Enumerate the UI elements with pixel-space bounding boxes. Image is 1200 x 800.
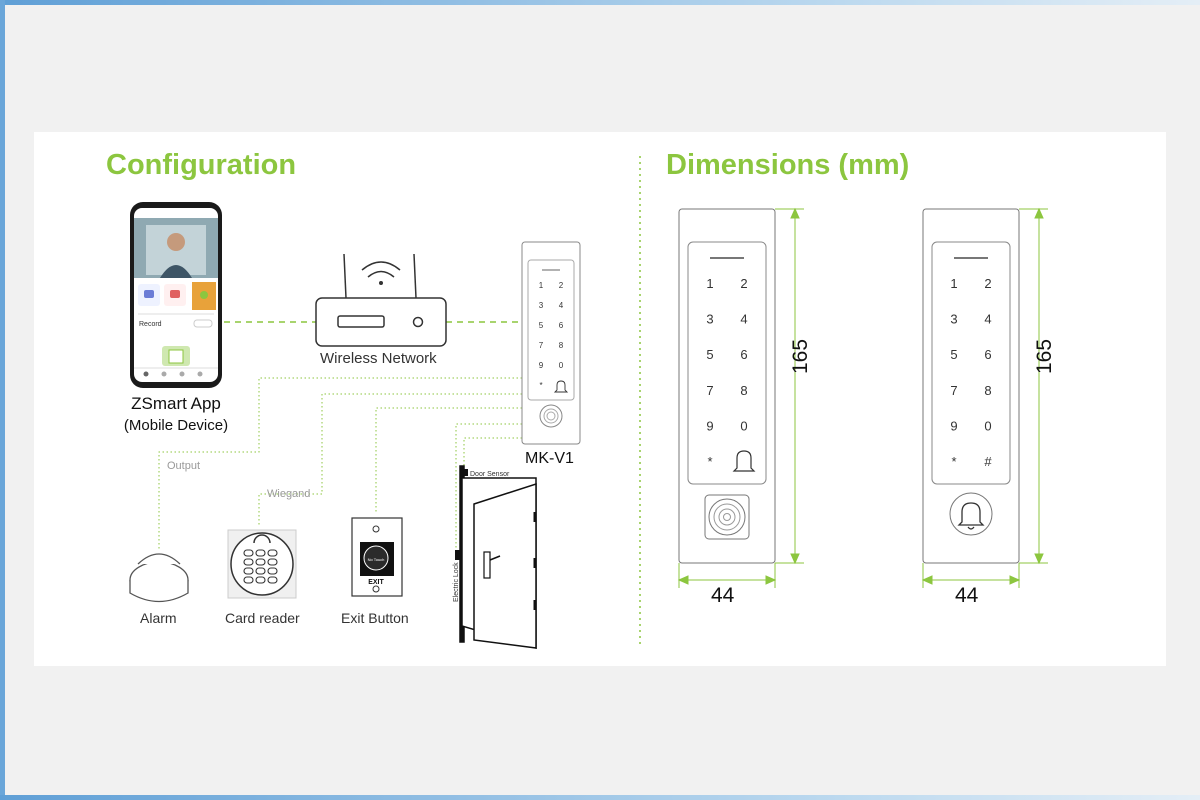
exit-button-label: Exit Button bbox=[341, 610, 409, 626]
configuration-heading: Configuration bbox=[106, 149, 297, 181]
height-value-1: 165 bbox=[789, 338, 812, 374]
height-value-2: 165 bbox=[1033, 338, 1056, 374]
reader-key bbox=[255, 558, 266, 566]
bell-icon bbox=[553, 380, 569, 393]
reader-key bbox=[255, 549, 266, 557]
app-subtitle-label: (Mobile Device) bbox=[123, 417, 229, 434]
keypad-key-0: 0 bbox=[559, 361, 564, 370]
keypad-key-3: 3 bbox=[539, 301, 544, 310]
frame-top-border bbox=[0, 0, 1200, 5]
alarm-icon bbox=[129, 553, 189, 603]
keypad-key-7: 7 bbox=[539, 341, 544, 350]
electric-lock-label: Electric Lock bbox=[453, 562, 460, 602]
exit-button-icon bbox=[351, 517, 403, 597]
content-panel: Configuration Dimensions (mm) bbox=[34, 132, 1166, 666]
mk-v1-keypad: 1 2 3 4 5 6 7 8 9 0 * bbox=[539, 281, 569, 393]
keypad-key-8: 8 bbox=[984, 383, 991, 398]
keypad-key-0: 0 bbox=[740, 418, 747, 433]
keypad-key-star: * bbox=[951, 454, 956, 469]
app-name-label: ZSmart App bbox=[131, 394, 221, 413]
keypad-key-7: 7 bbox=[706, 383, 713, 398]
width-value-2: 44 bbox=[955, 584, 979, 607]
dimension-device-doorbell bbox=[922, 208, 1020, 564]
reader-key bbox=[267, 576, 278, 584]
reader-key bbox=[267, 549, 278, 557]
keypad-key-9: 9 bbox=[950, 418, 957, 433]
width-value-1: 44 bbox=[711, 584, 735, 607]
keypad-key-star: * bbox=[707, 454, 712, 469]
reader-key bbox=[243, 549, 254, 557]
keypad-key-9: 9 bbox=[706, 418, 713, 433]
dimension-lines bbox=[677, 207, 1048, 588]
keypad-key-5: 5 bbox=[706, 347, 713, 362]
keypad-key-9: 9 bbox=[539, 361, 544, 370]
keypad-key-6: 6 bbox=[740, 347, 747, 362]
card-reader-label: Card reader bbox=[225, 610, 300, 626]
dimension-device-fingerprint bbox=[678, 208, 776, 564]
keypad-key-4: 4 bbox=[559, 301, 564, 310]
reader-key bbox=[255, 576, 266, 584]
reader-key bbox=[243, 558, 254, 566]
keypad-key-5: 5 bbox=[539, 321, 544, 330]
keypad-key-2: 2 bbox=[559, 281, 564, 290]
card-reader-icon bbox=[227, 529, 297, 599]
wireless-network-label: Wireless Network bbox=[320, 350, 437, 367]
keypad-key-8: 8 bbox=[559, 341, 564, 350]
wiring-lines bbox=[158, 377, 522, 550]
keypad-key-3: 3 bbox=[706, 312, 713, 327]
router-icon bbox=[315, 253, 447, 347]
keypad-key-7: 7 bbox=[950, 383, 957, 398]
keypad-key-1: 1 bbox=[706, 276, 713, 291]
reader-key bbox=[243, 567, 254, 575]
dimension-keypads: 1 2 3 4 5 6 7 8 9 0 * 1 2 3 4 5 6 7 8 9 0 * # bbox=[706, 276, 992, 472]
keypad-key-6: 6 bbox=[559, 321, 564, 330]
alarm-label: Alarm bbox=[140, 610, 177, 626]
keypad-key-2: 2 bbox=[740, 276, 747, 291]
phone-illustration bbox=[130, 202, 222, 388]
keypad-key-1: 1 bbox=[539, 281, 544, 290]
keypad-key-3: 3 bbox=[950, 312, 957, 327]
door-sensor-label: Door Sensor bbox=[470, 471, 510, 478]
keypad-key-1: 1 bbox=[950, 276, 957, 291]
exit-button-text: EXIT bbox=[368, 579, 384, 586]
keypad-key-6: 6 bbox=[984, 347, 991, 362]
door-sensor-icon bbox=[464, 469, 468, 476]
frame-left-border bbox=[0, 0, 5, 800]
keypad-key-2: 2 bbox=[984, 276, 991, 291]
exit-button-inner-text: No Touch bbox=[368, 557, 385, 562]
bell-key-icon bbox=[732, 450, 756, 472]
frame-bottom-border bbox=[0, 795, 1200, 800]
output-label: Output bbox=[167, 460, 201, 472]
keypad-key-4: 4 bbox=[984, 312, 991, 327]
mk-v1-device bbox=[521, 241, 581, 445]
diagram-graphics: Record 1 2 3 4 5 6 7 8 9 0 * bbox=[129, 156, 1048, 650]
keypad-key-8: 8 bbox=[740, 383, 747, 398]
phone-record-text: Record bbox=[139, 321, 162, 328]
reader-key bbox=[243, 576, 254, 584]
reader-key bbox=[267, 558, 278, 566]
card-reader-keypad bbox=[243, 549, 278, 584]
keypad-key-4: 4 bbox=[740, 312, 747, 327]
keypad-key-hash: # bbox=[984, 454, 992, 469]
reader-key bbox=[255, 567, 266, 575]
reader-key bbox=[267, 567, 278, 575]
dimensions-heading: Dimensions (mm) bbox=[666, 149, 910, 181]
keypad-key-star: * bbox=[539, 381, 542, 390]
keypad-key-5: 5 bbox=[950, 347, 957, 362]
wiegand-label: Wiegand bbox=[267, 488, 311, 500]
door-illustration bbox=[455, 465, 537, 650]
keypad-key-0: 0 bbox=[984, 418, 991, 433]
mk-v1-label: MK-V1 bbox=[525, 450, 574, 467]
